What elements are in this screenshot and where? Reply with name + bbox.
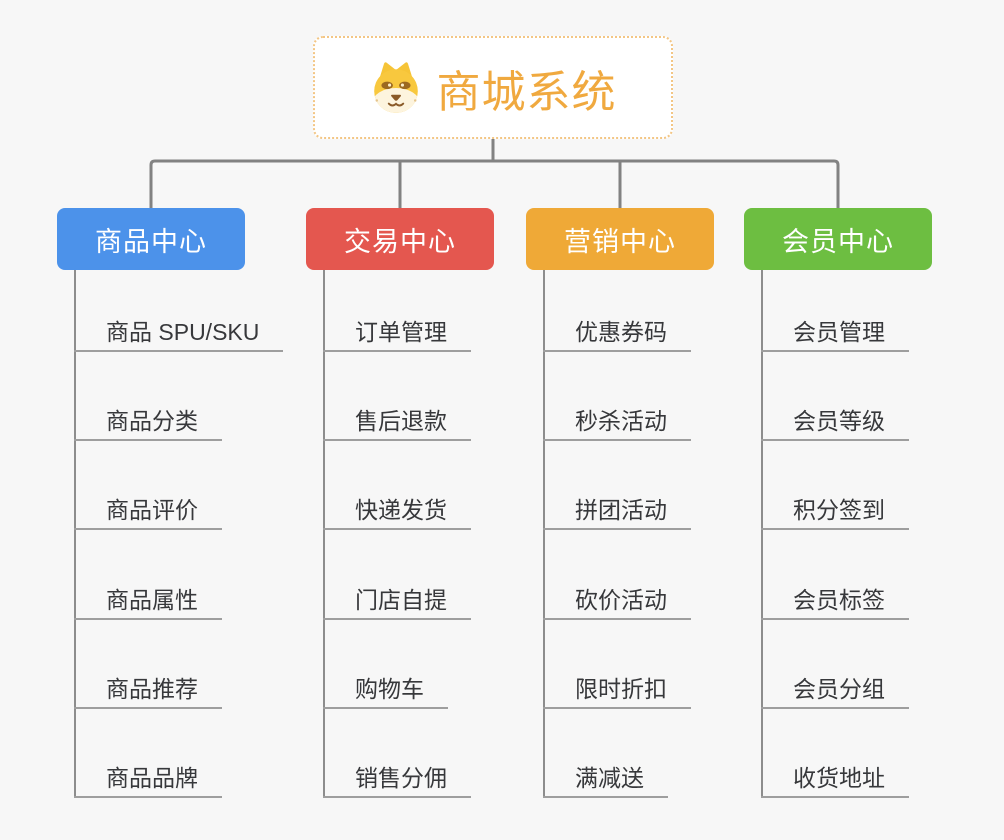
root-node[interactable]: 商城系统	[313, 36, 673, 139]
leaf-node[interactable]: 售后退款	[323, 405, 471, 441]
branch-spine-line	[761, 270, 763, 798]
leaf-node[interactable]: 会员等级	[761, 405, 909, 441]
leaf-label: 商品推荐	[106, 676, 198, 702]
leaf-node[interactable]: 商品品牌	[74, 762, 222, 798]
leaf-node[interactable]: 商品属性	[74, 584, 222, 620]
leaf-node[interactable]: 限时折扣	[543, 673, 691, 709]
leaf-label: 购物车	[355, 676, 424, 702]
leaf-node[interactable]: 订单管理	[323, 316, 471, 352]
leaf-label: 商品品牌	[106, 765, 198, 791]
leaf-label: 会员管理	[793, 319, 885, 345]
leaf-node[interactable]: 商品推荐	[74, 673, 222, 709]
leaf-label: 商品分类	[106, 408, 198, 434]
leaf-label: 会员分组	[793, 676, 885, 702]
leaf-node[interactable]: 秒杀活动	[543, 405, 691, 441]
root-title: 商城系统	[436, 67, 617, 117]
leaf-label: 积分签到	[793, 497, 885, 523]
branch-label: 交易中心	[344, 226, 456, 257]
leaf-label: 售后退款	[355, 408, 447, 434]
leaf-label: 优惠券码	[575, 319, 667, 345]
leaf-label: 砍价活动	[575, 587, 667, 613]
leaf-node[interactable]: 会员管理	[761, 316, 909, 352]
leaf-label: 商品属性	[106, 587, 198, 613]
branch-bracket-line	[149, 159, 840, 208]
branch-spine-line	[543, 270, 545, 798]
branch-spine-line	[74, 270, 76, 798]
branch-label: 会员中心	[782, 226, 894, 257]
leaf-label: 快递发货	[355, 497, 447, 523]
leaf-node[interactable]: 收货地址	[761, 762, 909, 798]
leaf-node[interactable]: 商品分类	[74, 405, 222, 441]
leaf-node[interactable]: 购物车	[323, 673, 448, 709]
branch-label: 营销中心	[564, 226, 676, 257]
leaf-node[interactable]: 满减送	[543, 762, 668, 798]
leaf-node[interactable]: 销售分佣	[323, 762, 471, 798]
branch-node-4[interactable]: 会员中心	[744, 208, 932, 270]
leaf-label: 限时折扣	[575, 676, 667, 702]
leaf-node[interactable]: 商品评价	[74, 494, 222, 530]
leaf-node[interactable]: 拼团活动	[543, 494, 691, 530]
leaf-label: 商品 SPU/SKU	[106, 319, 260, 345]
branch-node-3[interactable]: 营销中心	[526, 208, 714, 270]
leaf-node[interactable]: 砍价活动	[543, 584, 691, 620]
leaf-node[interactable]: 积分签到	[761, 494, 909, 530]
branch-node-2[interactable]: 交易中心	[306, 208, 494, 270]
leaf-node[interactable]: 快递发货	[323, 494, 471, 530]
branch-node-1[interactable]: 商品中心	[57, 208, 245, 270]
leaf-label: 满减送	[575, 765, 644, 791]
leaf-label: 订单管理	[355, 319, 447, 345]
leaf-node[interactable]: 门店自提	[323, 584, 471, 620]
leaf-label: 收货地址	[793, 765, 885, 791]
shiba-dog-icon	[373, 61, 418, 113]
leaf-node[interactable]: 会员分组	[761, 673, 909, 709]
leaf-label: 会员标签	[793, 587, 885, 613]
leaf-label: 销售分佣	[355, 765, 447, 791]
leaf-node[interactable]: 会员标签	[761, 584, 909, 620]
leaf-label: 秒杀活动	[575, 408, 667, 434]
leaf-node[interactable]: 优惠券码	[543, 316, 691, 352]
leaf-label: 门店自提	[355, 587, 447, 613]
branch-spine-line	[323, 270, 325, 798]
leaf-label: 商品评价	[106, 497, 198, 523]
leaf-label: 拼团活动	[575, 497, 667, 523]
branch-label: 商品中心	[95, 226, 207, 257]
leaf-label: 会员等级	[793, 408, 885, 434]
leaf-node[interactable]: 商品 SPU/SKU	[74, 316, 284, 352]
